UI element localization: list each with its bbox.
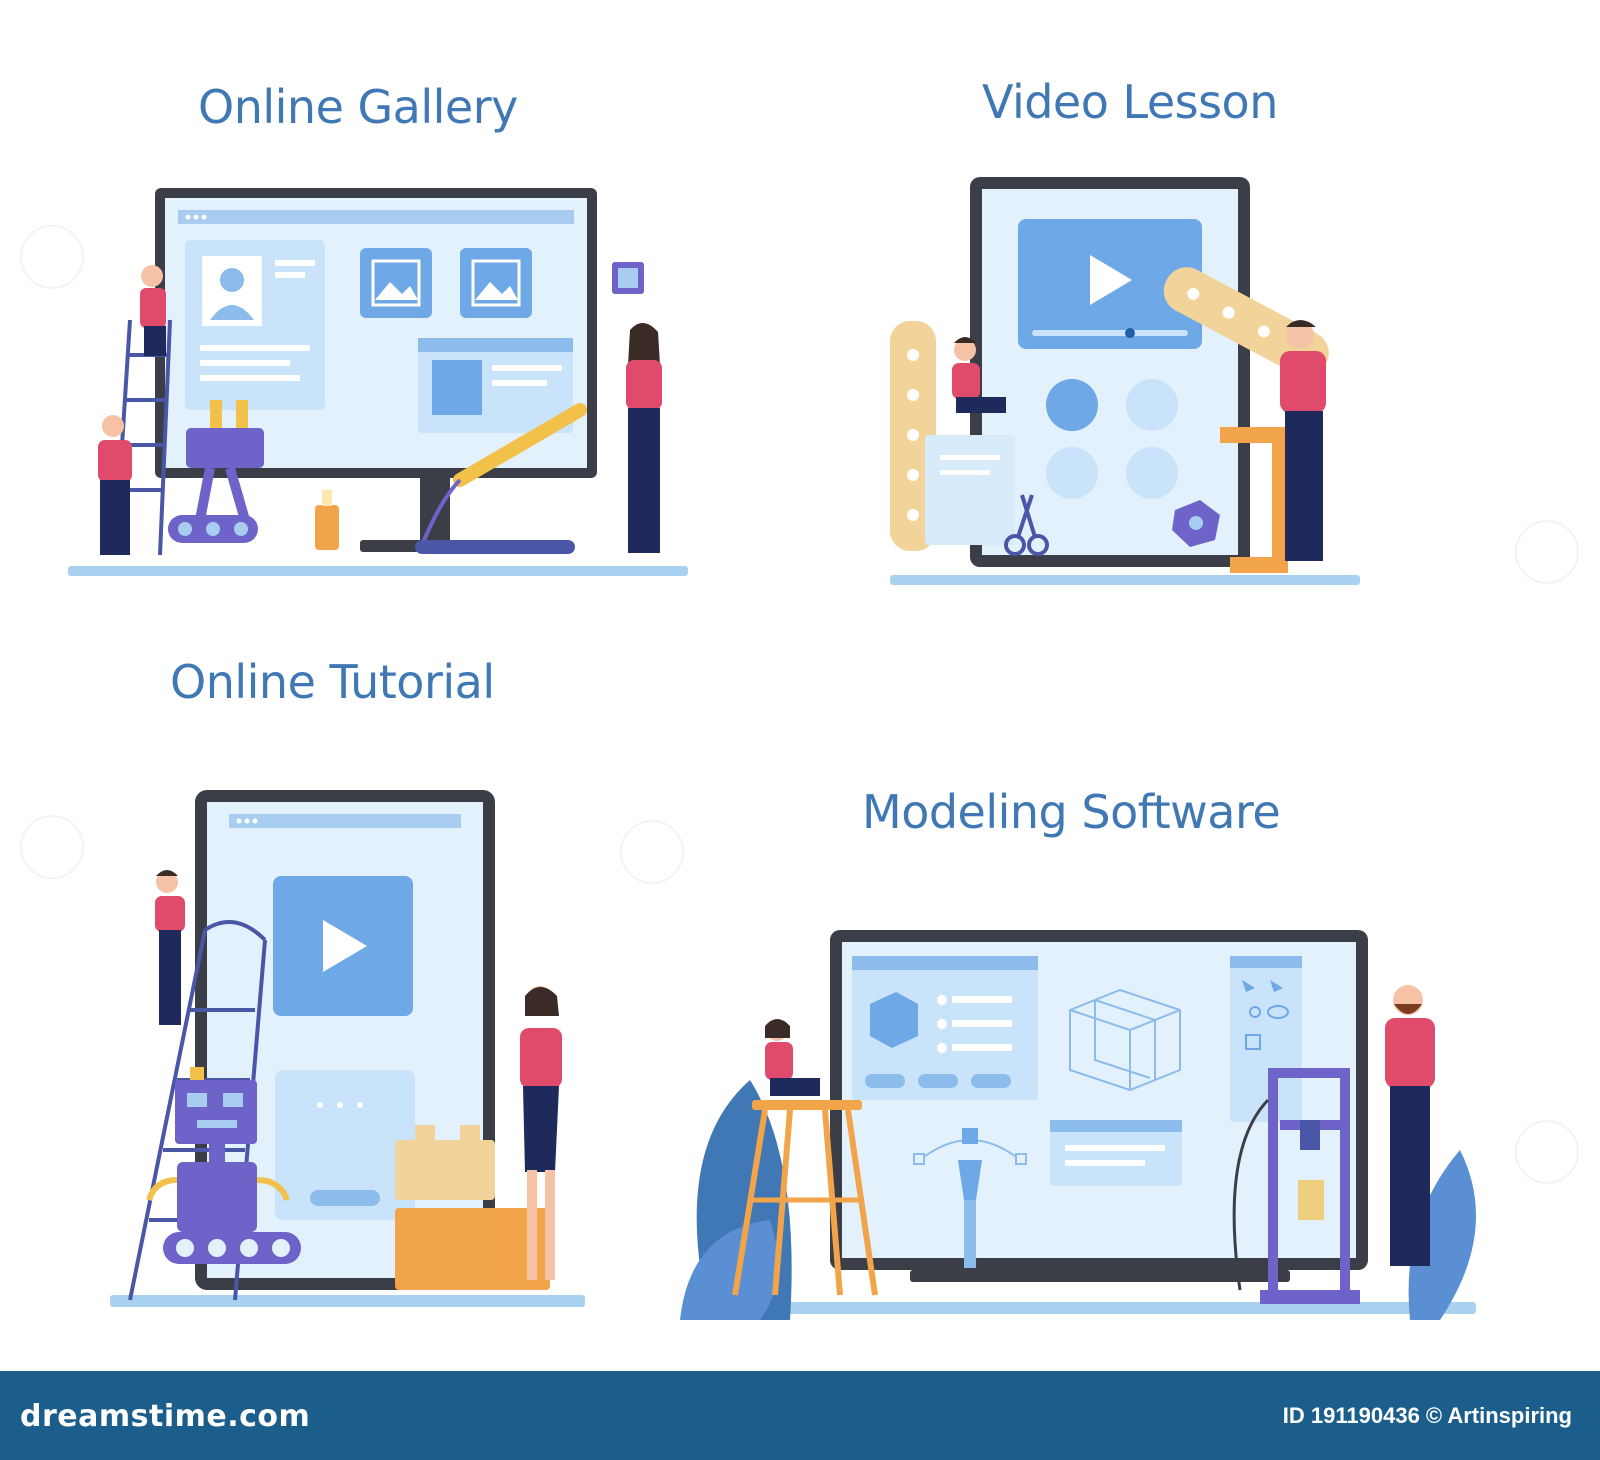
video-lesson-illustration xyxy=(890,177,1360,585)
image-author: © Artinspiring xyxy=(1425,1403,1572,1428)
play-icon xyxy=(323,920,367,972)
cube-icon xyxy=(870,992,918,1048)
image-icon xyxy=(360,248,432,318)
brand-logo-text: dreamstime.com xyxy=(20,1399,311,1434)
watermark-circle xyxy=(1515,1120,1579,1184)
image-credit: ID 191190436© Artinspiring xyxy=(1277,1403,1572,1429)
footer-bar: dreamstime.com ID 191190436© Artinspirin… xyxy=(0,1371,1600,1460)
scissors-icon xyxy=(1004,494,1049,556)
image-icon xyxy=(460,248,532,318)
panel-title: Online Tutorial xyxy=(170,655,495,709)
play-icon xyxy=(1090,255,1132,305)
robot-icon xyxy=(146,1067,301,1264)
modeling-software-illustration xyxy=(680,930,1476,1320)
online-tutorial-illustration xyxy=(110,790,585,1307)
watermark-circle xyxy=(620,820,684,884)
panel-title: Modeling Software xyxy=(862,785,1281,839)
online-gallery-illustration xyxy=(68,188,688,576)
watermark-circle xyxy=(1515,520,1579,584)
image-id: ID 191190436 xyxy=(1282,1403,1420,1428)
watermark-circle xyxy=(20,815,84,879)
panel-title: Video Lesson xyxy=(982,75,1278,129)
watermark-circle xyxy=(20,225,84,289)
panel-title: Online Gallery xyxy=(198,80,518,134)
3d-printer-icon xyxy=(1232,1068,1360,1304)
